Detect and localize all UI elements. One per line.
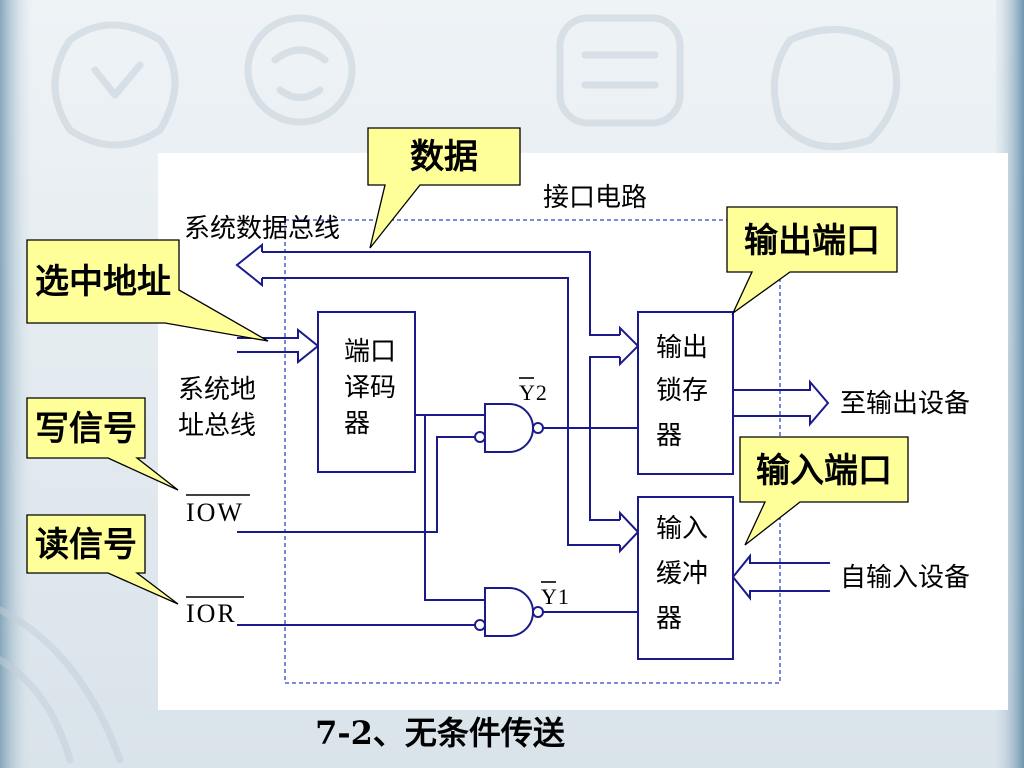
system-address-bus-label-line-1: 系统地	[178, 375, 256, 405]
iow-signal-label: IOW	[186, 498, 244, 527]
gate-y1-output-inverter	[532, 606, 544, 618]
diagram-labels: 接口电路 系统数据总线 系统地 址总线 至输出设备 自输入设备 IOW IOR	[178, 183, 970, 628]
input-buffer-label-line-3: 器	[656, 604, 682, 634]
data-bus-upper-line	[262, 251, 620, 336]
output-latch-label-line-3: 器	[656, 421, 682, 451]
callout-read-signal: 读信号	[26, 514, 179, 605]
port-decoder-label-line-2: 译码	[344, 373, 396, 403]
port-decoder-box	[317, 311, 416, 473]
output-latch-label-line-1: 输出	[656, 333, 708, 363]
iow-wire	[237, 436, 475, 533]
input-buffer-label-line-1: 输入	[656, 514, 708, 544]
input-buffer-label-line-2: 缓冲	[656, 559, 708, 589]
to-output-device-arrow	[733, 379, 830, 427]
gate-y2-input-inverter	[474, 431, 486, 443]
slide-caption: 7-2、无条件传送	[315, 714, 565, 752]
watermark-shape	[244, 14, 356, 126]
callout-input-port-shape	[739, 436, 909, 546]
callout-write-signal: 写信号	[26, 397, 179, 491]
system-address-bus-label-line-2: 址总线	[178, 411, 256, 441]
watermark-shape	[0, 606, 124, 764]
watermark-shape	[271, 46, 329, 101]
callout-select-address: 选中地址	[26, 239, 269, 342]
gate-y1: Y1	[474, 581, 570, 637]
input-buffer: 输入 缓冲 器	[637, 496, 734, 660]
callout-data-text: 数据	[410, 137, 478, 177]
data-bus-branch-line	[589, 356, 620, 521]
interface-circuit-label: 接口电路	[543, 183, 647, 213]
callout-write-signal-text: 写信号	[35, 409, 137, 449]
background-watermark	[0, 14, 901, 764]
gate-y1-label: Y1	[541, 584, 570, 609]
gate-y1-body	[484, 587, 534, 637]
output-latch: 输出 锁存 器	[637, 311, 734, 475]
interface-circuit-boundary	[284, 219, 781, 684]
callout-read-signal-text: 读信号	[35, 525, 137, 565]
data-bus-lower-line	[262, 277, 620, 546]
input-buffer-box	[637, 496, 734, 660]
callout-output-port-shape	[726, 206, 898, 315]
callout-select-address-text: 选中地址	[35, 262, 171, 302]
port-decoder-label-line-3: 器	[344, 409, 370, 439]
ior-signal-label: IOR	[186, 599, 237, 628]
decoder-to-y1-wire	[424, 415, 485, 601]
watermark-shape	[91, 61, 144, 99]
watermark-shape	[51, 21, 179, 149]
gate-y2-label: Y2	[519, 380, 548, 405]
data-bus-arrowhead	[235, 242, 263, 288]
port-decoder-label-line-1: 端口	[344, 337, 396, 367]
output-latch-box	[637, 311, 734, 475]
watermark-shape	[581, 51, 659, 89]
watermark-shape	[556, 14, 684, 127]
callout-select-address-shape	[26, 239, 269, 342]
watermark-shape	[770, 26, 901, 151]
callouts: 数据 输出端口 选中地址 写信号 输入端口 读信号	[26, 127, 909, 605]
from-input-device-label: 自输入设备	[840, 563, 970, 593]
callout-read-signal-shape	[26, 514, 179, 605]
gate-y2: Y2	[474, 377, 548, 453]
callout-data-shape	[367, 127, 521, 249]
gate-y2-body	[484, 403, 534, 453]
gate-y2-output-inverter	[532, 422, 544, 434]
gate-y1-input-inverter	[474, 619, 486, 631]
system-data-bus-label: 系统数据总线	[184, 214, 340, 244]
port-decoder: 端口 译码 器	[317, 311, 416, 473]
to-output-device-label: 至输出设备	[840, 389, 970, 419]
callout-data: 数据	[367, 127, 521, 249]
callout-output-port: 输出端口	[726, 206, 898, 315]
callout-input-port: 输入端口	[739, 436, 909, 546]
callout-input-port-text: 输入端口	[756, 451, 892, 491]
output-latch-label-line-2: 锁存	[656, 376, 708, 406]
callout-write-signal-shape	[26, 397, 179, 491]
background-left-strip	[0, 0, 34, 768]
callout-output-port-text: 输出端口	[744, 221, 880, 261]
